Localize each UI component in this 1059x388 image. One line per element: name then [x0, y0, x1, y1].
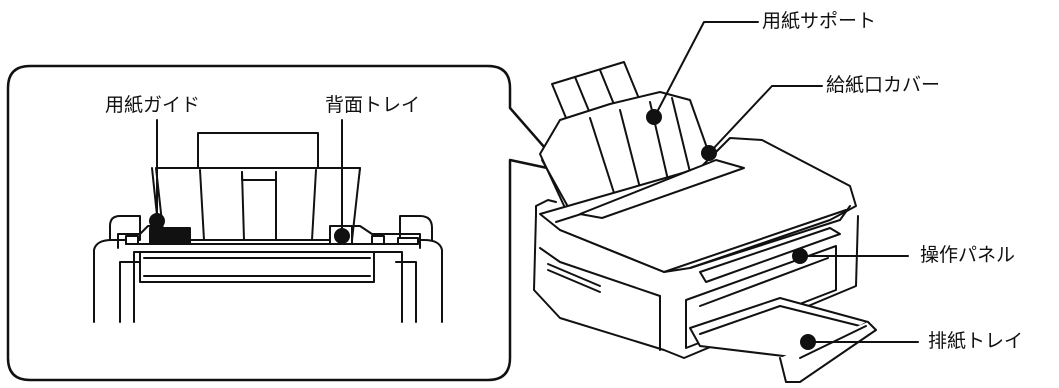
- printer-illustration: [533, 61, 877, 383]
- rear-tray-label: 背面トレイ: [325, 94, 421, 116]
- feed-slot-cover-pointer: [701, 85, 823, 161]
- feed-slot-cover-label: 給紙口カバー: [826, 74, 941, 96]
- edge-guide-label: 用紙ガイド: [105, 94, 201, 116]
- output-tray-pointer: [800, 334, 919, 350]
- output-tray-label: 排紙トレイ: [928, 330, 1024, 352]
- control-panel-label: 操作パネル: [920, 244, 1016, 266]
- paper-support-pointer: [646, 21, 759, 125]
- paper-support-label: 用紙サポート: [762, 10, 877, 32]
- control-panel-pointer: [792, 248, 909, 264]
- rear-tray-pointer: [334, 119, 350, 244]
- edge-guide-pointer: [149, 119, 165, 229]
- rear-tray-closeup: [93, 132, 443, 323]
